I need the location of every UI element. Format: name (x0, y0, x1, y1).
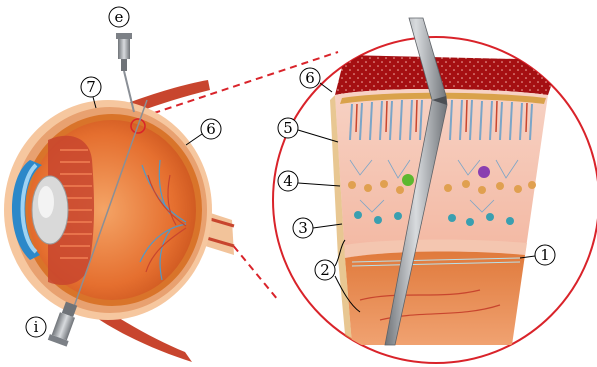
svg-text:7: 7 (86, 78, 96, 96)
svg-text:i: i (34, 318, 39, 336)
svg-text:6: 6 (305, 69, 315, 87)
label-needle-top: e (109, 7, 129, 27)
top-needle (116, 33, 134, 112)
purple-cell (478, 166, 490, 178)
svg-text:5: 5 (283, 119, 293, 137)
green-cell (402, 174, 414, 186)
svg-text:3: 3 (298, 219, 308, 237)
svg-text:6: 6 (206, 120, 216, 138)
svg-text:4: 4 (283, 172, 293, 190)
label-eye-layer: 6 (186, 119, 221, 145)
svg-text:2: 2 (320, 261, 330, 279)
bottom-needle (48, 300, 81, 346)
label-needle-bottom: i (26, 317, 46, 337)
svg-text:1: 1 (540, 246, 550, 264)
svg-text:e: e (115, 8, 124, 26)
rpe-layer (335, 55, 560, 95)
